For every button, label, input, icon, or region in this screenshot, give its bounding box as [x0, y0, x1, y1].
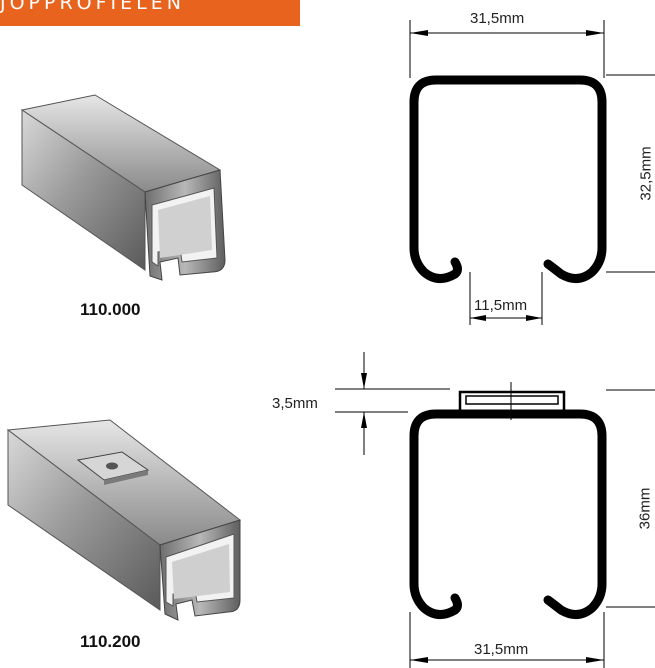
dim-line-height-1: [606, 74, 655, 273]
dim-label-width-2: 31,5mm: [474, 641, 529, 658]
dim-line-width-2: [409, 612, 605, 668]
product-code-110200: 110.200: [80, 632, 141, 651]
profile-drawing-110200: [409, 382, 607, 619]
dim-line-height-2: [606, 389, 655, 608]
profile-photo-110000: [20, 94, 226, 281]
profile-drawing-110000: [409, 75, 607, 283]
product-code-110000: 110.000: [80, 300, 141, 319]
section-banner: JOPPROFIELEN: [0, 0, 300, 26]
dim-line-width-1: [409, 20, 605, 78]
dim-label-width-1: 31,5mm: [470, 10, 525, 27]
dim-label-height-1: 32,5mm: [637, 146, 655, 201]
profile-photo-110200: [6, 419, 242, 621]
dim-line-opening-1: [469, 272, 543, 325]
section-title: JOPPROFIELEN: [0, 0, 185, 14]
dim-label-plate-2: 3,5mm: [272, 395, 318, 412]
dim-line-plate-2: [335, 352, 450, 455]
dim-label-height-2: 36mm: [636, 487, 654, 530]
mounting-plate: [76, 451, 150, 485]
dim-label-opening-1: 11,5mm: [474, 297, 528, 314]
